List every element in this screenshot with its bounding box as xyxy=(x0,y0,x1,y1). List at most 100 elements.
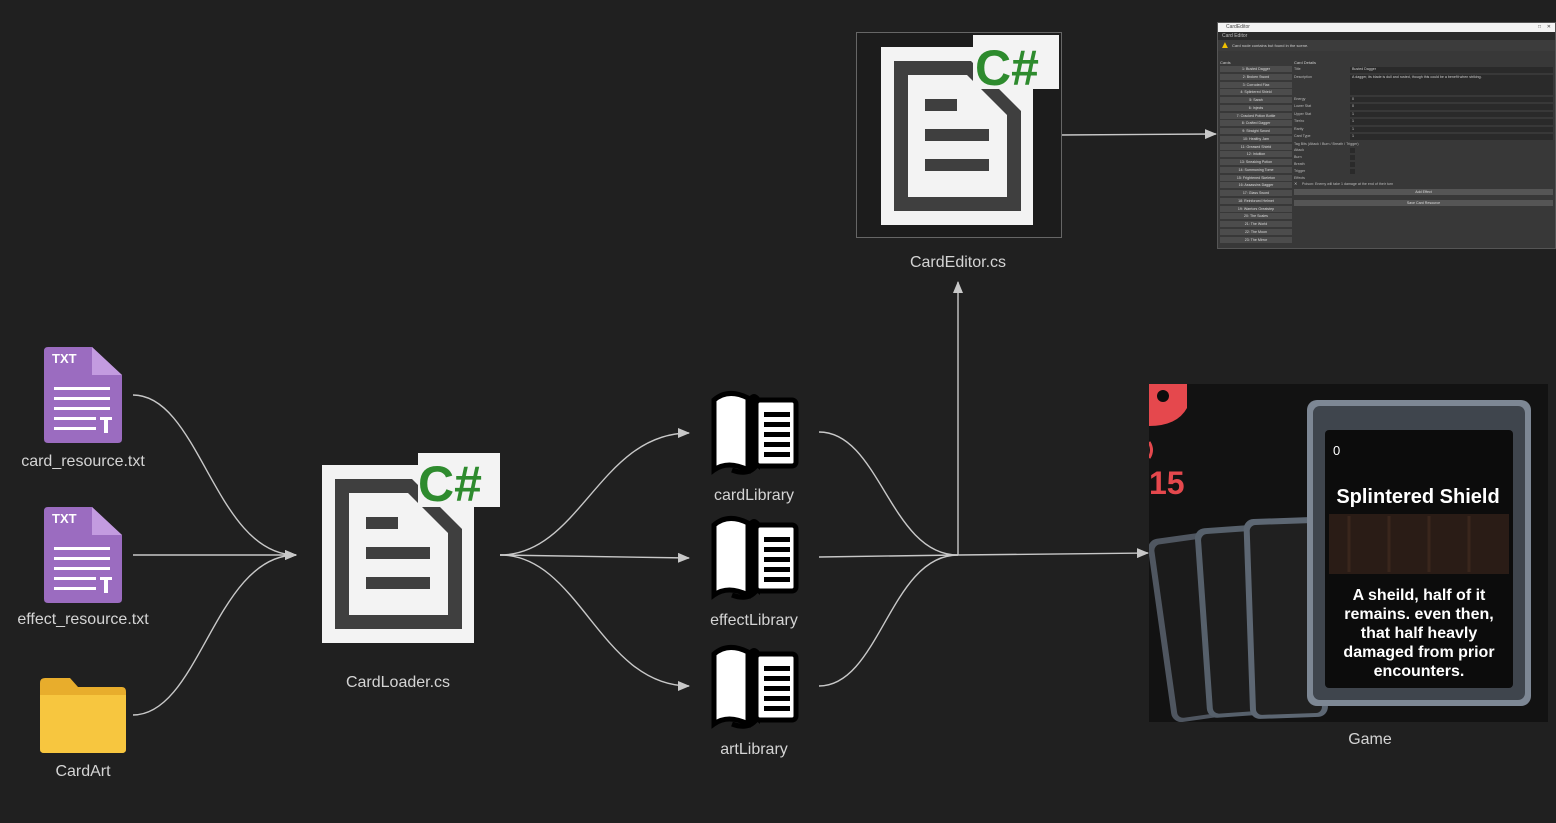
card-resource-label: card_resource.txt xyxy=(21,453,145,470)
card-list-item[interactable]: 14: Summoning Tome xyxy=(1220,166,1292,173)
card-editor-window: CardEditor ✕ □ Card Editor ▲ Card node c… xyxy=(1217,22,1556,249)
cardart-node[interactable] xyxy=(38,675,128,755)
arrow-cardart-to-loader xyxy=(132,550,297,716)
card-list-item[interactable]: 1: Busted Dagger xyxy=(1220,66,1292,72)
energy-field[interactable]: 0 xyxy=(1350,96,1553,102)
game-label: Game xyxy=(1348,731,1392,748)
upper-stat-field[interactable]: 1 xyxy=(1350,111,1553,117)
card-list-item[interactable]: 15: Frightened Skeleton xyxy=(1220,174,1292,181)
attack-label: Attack xyxy=(1294,147,1304,152)
card-list-item[interactable]: 9: Straight Sword xyxy=(1220,128,1292,134)
card-list-item[interactable]: 21: The World xyxy=(1220,221,1292,227)
close-icon[interactable]: ✕ xyxy=(1546,24,1551,30)
card-list-item[interactable]: 17: Glass Sword xyxy=(1220,190,1292,196)
book-icon xyxy=(711,645,799,729)
add-effect-button[interactable]: Add Effect xyxy=(1294,188,1553,195)
attack-checkbox[interactable] xyxy=(1350,147,1355,153)
card-resource-node[interactable]: TXT xyxy=(42,345,124,445)
effectlibrary-label: effectLibrary xyxy=(710,612,798,629)
effect-resource-node[interactable]: TXT xyxy=(42,505,124,605)
breath-checkbox[interactable] xyxy=(1350,161,1355,167)
arrow-editor-to-window xyxy=(1059,129,1217,140)
arrow-artlibrary-to-merge xyxy=(818,554,959,687)
card-list-item[interactable]: 13: Sneaking Potion xyxy=(1220,159,1292,165)
card-type-field[interactable]: 1 xyxy=(1350,134,1553,140)
effect-entry: Poison: Enemy will take 1 damage at the … xyxy=(1302,181,1394,186)
description-field[interactable]: A dagger, its blade is dull and rusted, … xyxy=(1350,74,1553,95)
maximize-icon[interactable]: □ xyxy=(1537,24,1541,30)
cardeditor-label: CardEditor.cs xyxy=(909,254,1007,271)
book-icon xyxy=(711,391,799,475)
cardlibrary-node[interactable] xyxy=(708,386,800,478)
game-scene: 15 0 Splintered Shield A sheild, half of… xyxy=(1149,384,1548,722)
arrow-card-resource-to-loader xyxy=(132,394,297,560)
card-list-item[interactable]: 6: Injects xyxy=(1220,104,1292,111)
txt-file-icon: TXT xyxy=(44,347,122,443)
card-list-item[interactable]: 8: Crafted Dagger xyxy=(1220,120,1292,127)
csharp-file-icon: C# xyxy=(322,453,500,643)
editor-titlebar: CardEditor ✕ □ xyxy=(1218,23,1555,32)
game-screenshot: 15 0 Splintered Shield A sheild, half of… xyxy=(1149,384,1548,722)
card-list-item[interactable]: 12: Intuition xyxy=(1220,151,1292,158)
editor-window-title: CardEditor xyxy=(1226,24,1250,30)
save-card-resource-button[interactable]: Save Card Resource xyxy=(1294,199,1553,206)
lower-stat-label: Lower Stat xyxy=(1294,104,1312,108)
rarity-field[interactable]: 1 xyxy=(1350,126,1553,132)
csharp-badge: C# xyxy=(418,456,482,512)
warning-icon: ▲ xyxy=(1220,40,1230,51)
card-list-item[interactable]: 19: Warriors Greatstep xyxy=(1220,205,1292,212)
title-field[interactable]: Busted Dagger xyxy=(1350,67,1553,73)
cardeditor-node[interactable]: C# xyxy=(856,32,1062,238)
editor-warning: ▲ Card node contains but found in the sc… xyxy=(1218,40,1555,51)
card-title: Splintered Shield xyxy=(1336,486,1499,508)
rarity-label: Rarity xyxy=(1294,126,1304,131)
editor-tab[interactable]: Card Editor xyxy=(1218,32,1555,40)
artlibrary-node[interactable] xyxy=(708,640,800,732)
burn-checkbox[interactable] xyxy=(1350,154,1355,160)
book-icon xyxy=(711,516,799,600)
side-number: 15 xyxy=(1149,465,1185,501)
arrow-cardlibrary-to-merge xyxy=(818,431,959,556)
effectlibrary-node[interactable] xyxy=(708,511,800,603)
arrow-effectlibrary-to-merge xyxy=(818,554,959,558)
effect-resource-label: effect_resource.txt xyxy=(17,611,149,628)
card-list-item[interactable]: 18: Reinforced Helmet xyxy=(1220,197,1292,204)
card-type-label: Card Type xyxy=(1294,134,1311,138)
cardloader-node[interactable]: C# xyxy=(322,453,502,645)
card-list-item[interactable]: 3: Corroded Flax xyxy=(1220,81,1292,88)
card-list-item[interactable]: 10: Healthy Jam xyxy=(1220,135,1292,142)
effects-label: Effects xyxy=(1294,175,1305,180)
trigger-checkbox[interactable] xyxy=(1350,168,1355,174)
txt-badge: TXT xyxy=(52,511,77,526)
cardloader-label: CardLoader.cs xyxy=(345,674,451,691)
warning-text: Card node contains but found in the scen… xyxy=(1232,43,1309,48)
card-list-item[interactable]: 5: Sarah xyxy=(1220,97,1292,103)
card-list-item[interactable]: 4: Splintered Shield xyxy=(1220,89,1292,96)
tier-label: Tier/ro xyxy=(1294,119,1305,123)
card-energy: 0 xyxy=(1333,443,1340,458)
tier-field[interactable]: 1 xyxy=(1350,119,1553,125)
cardlibrary-label: cardLibrary xyxy=(713,487,795,504)
card-list-item[interactable]: 22: The Moon xyxy=(1220,228,1292,235)
artlibrary-label: artLibrary xyxy=(720,741,788,758)
arrow-merge-to-game xyxy=(957,548,1149,559)
lower-stat-field[interactable]: 0 xyxy=(1350,104,1553,110)
card-list-item[interactable]: 11: Greased Shield xyxy=(1220,143,1292,150)
card-list-item[interactable]: 20: The Scales xyxy=(1220,213,1292,220)
title-label: Title xyxy=(1294,67,1301,71)
arrow-loader-to-artlibrary xyxy=(499,554,690,691)
remove-effect-icon[interactable]: ✕ xyxy=(1294,180,1298,186)
breath-label: Breath xyxy=(1294,161,1305,166)
txt-file-icon: TXT xyxy=(44,507,122,603)
card-list-item[interactable]: 7: Cracked Potion Bottle xyxy=(1220,112,1292,119)
csharp-file-icon: C# xyxy=(881,35,1059,225)
card-list-item[interactable]: 16: Assassins Dagger xyxy=(1220,182,1292,189)
card-list-item[interactable]: 23: The Mirror xyxy=(1220,236,1292,243)
details-header: Card Details xyxy=(1294,60,1317,65)
card-list-item[interactable]: 2: Broken Sword xyxy=(1220,73,1292,80)
arrow-loader-to-cardlibrary xyxy=(499,428,690,556)
folder-icon xyxy=(40,678,126,753)
